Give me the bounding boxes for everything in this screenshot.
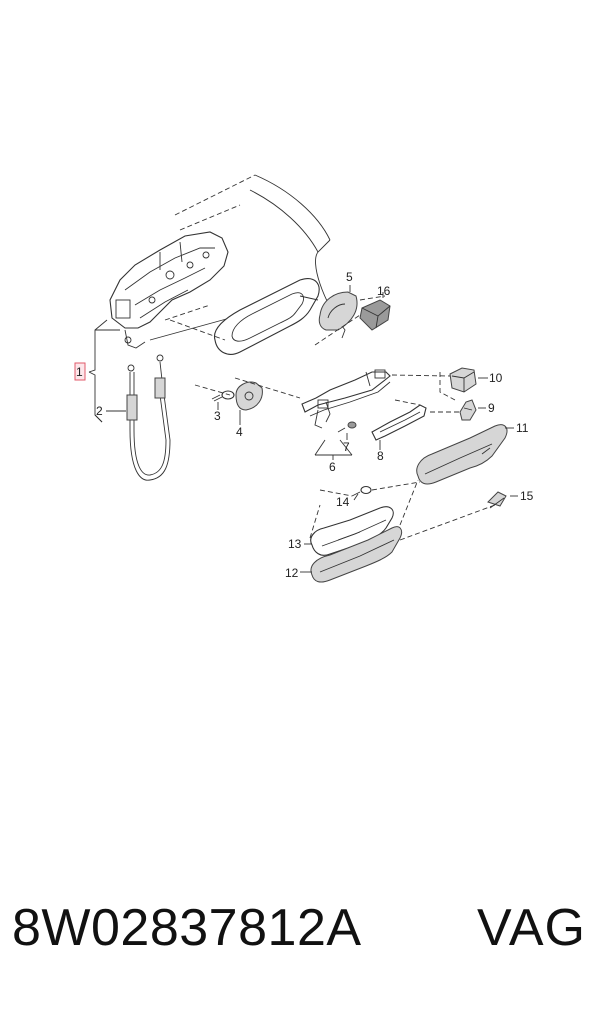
- outer-handle-11: [416, 424, 514, 485]
- bowden-cable: [126, 354, 171, 481]
- screw-7: [337, 421, 357, 440]
- callout-2: 2: [96, 404, 103, 418]
- handle-recess: [213, 278, 320, 355]
- callout-1-bracket: [74, 319, 120, 423]
- callout-8: 8: [377, 449, 384, 463]
- callout-10: 10: [489, 371, 503, 385]
- exploded-parts-diagram: 1 2 3 4 5 6 7 8 9 10 11 12 13 14 15 16: [74, 174, 534, 583]
- cap-16: [359, 292, 391, 331]
- callout-6-bracket: [314, 439, 353, 460]
- callout-1: 1: [76, 365, 83, 379]
- handle-carrier-6: [301, 369, 391, 429]
- assembly-guides: [169, 295, 496, 541]
- footer: 8W02837812A VAG: [0, 898, 600, 978]
- screw-3: [211, 390, 235, 410]
- gasket-4: [235, 381, 263, 425]
- callout-15: 15: [520, 489, 534, 503]
- callout-4: 4: [236, 425, 243, 439]
- part-number: 8W02837812A: [12, 899, 362, 957]
- callout-1-highlight: [74, 362, 86, 381]
- callout-3: 3: [214, 409, 221, 423]
- insert-10: [449, 367, 488, 393]
- cap-5: [318, 285, 358, 331]
- callout-labels: 1 2 3 4 5 6 7 8 9 10 11 12 13 14 15 16: [76, 270, 534, 580]
- callout-16: 16: [377, 284, 391, 298]
- callout-9: 9: [488, 401, 495, 415]
- callout-13: 13: [288, 537, 302, 551]
- cover-8: [371, 404, 427, 450]
- callout-11: 11: [516, 421, 529, 435]
- callout-7: 7: [343, 440, 350, 454]
- clip-9: [459, 399, 486, 421]
- brand-name: VAG: [477, 899, 586, 957]
- callout-12: 12: [285, 566, 299, 580]
- handle-cap-12: [300, 526, 403, 583]
- callout-5: 5: [346, 270, 353, 284]
- screw-14: [351, 485, 372, 501]
- handle-cap-13: [304, 506, 394, 556]
- callout-14: 14: [336, 495, 350, 509]
- lock-assembly: [109, 231, 229, 349]
- callout-6: 6: [329, 460, 336, 474]
